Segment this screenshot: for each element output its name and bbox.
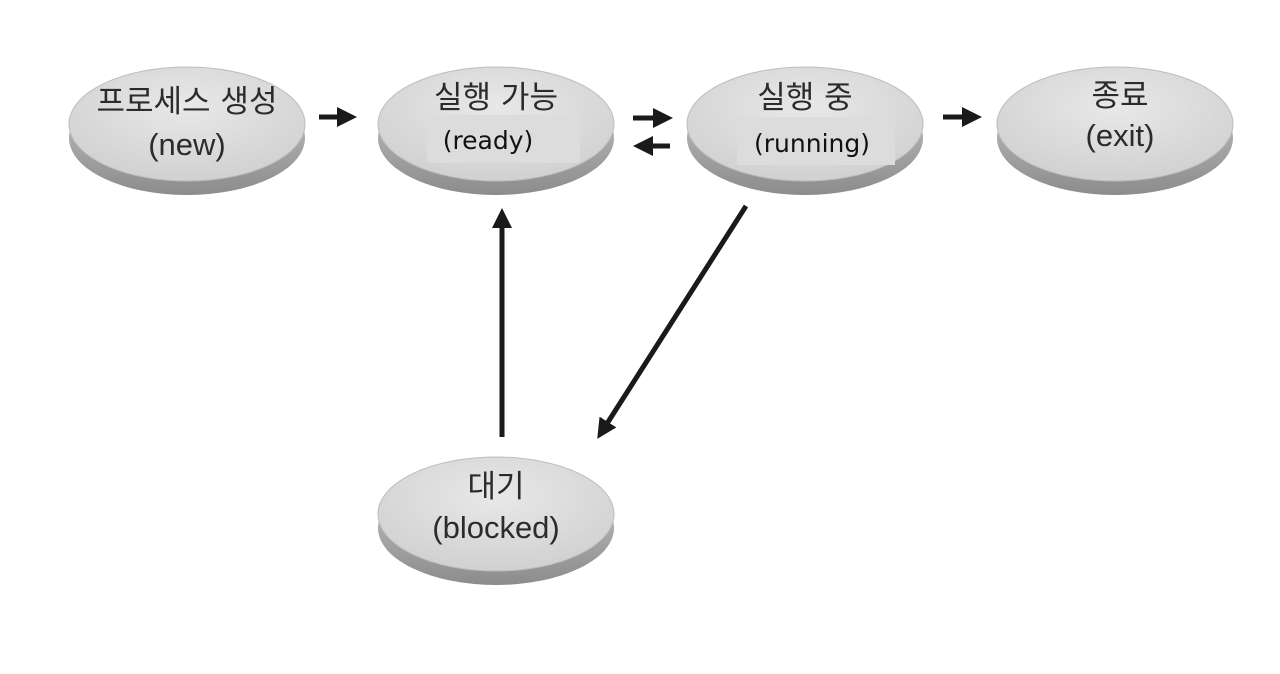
state-name-new: 프로세스 생성 [97, 84, 278, 120]
state-name-exit: 종료 [1091, 78, 1148, 114]
state-name-running: 실행 중 [757, 80, 852, 116]
state-code-blocked: (blocked) [432, 510, 560, 545]
state-node-ready: 실행 가능 (ready) [377, 66, 615, 195]
state-node-new: 프로세스 생성 (new) [68, 66, 306, 195]
state-code-ready: (ready) [443, 126, 534, 155]
arrow-running-to-blocked [597, 204, 749, 439]
label-box-ready [427, 115, 580, 163]
state-code-running: (running) [754, 129, 870, 158]
state-name-ready: 실행 가능 [434, 80, 558, 116]
state-node-blocked: 대기 (blocked) [377, 456, 615, 585]
label-box-running [737, 117, 895, 165]
state-code-exit: (exit) [1086, 118, 1155, 153]
state-node-running: 실행 중 (running) [686, 66, 924, 195]
state-code-new: (new) [148, 127, 226, 162]
state-node-exit: 종료 (exit) [996, 66, 1234, 195]
state-name-blocked: 대기 [467, 469, 524, 505]
